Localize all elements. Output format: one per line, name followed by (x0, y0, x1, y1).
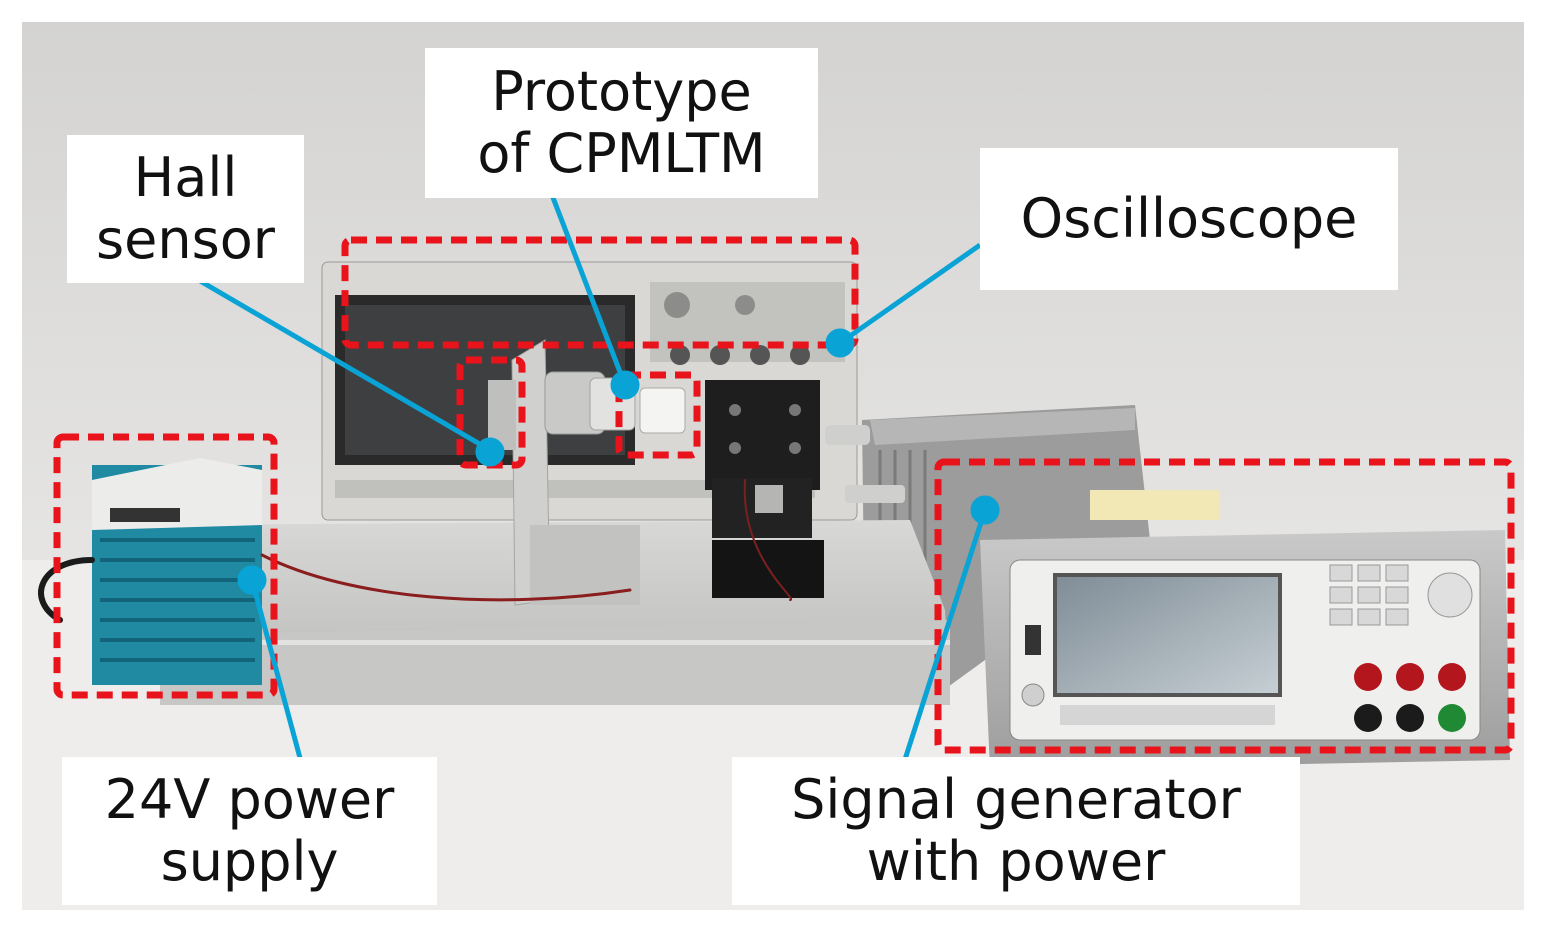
signal-generator-device (862, 405, 1510, 770)
oscilloscope-label: Oscilloscope (980, 148, 1398, 290)
oscilloscope-highlight-box (341, 236, 859, 349)
hall-sensor-label-line2: sensor (96, 208, 275, 271)
power-supply-label-line2: supply (160, 830, 339, 893)
prototype-label-line1: Prototype (491, 60, 752, 123)
hall-sensor-label: Hall sensor (67, 135, 304, 283)
prototype-label: Prototype of CPMLTM (425, 48, 818, 198)
highlight-boxes (53, 236, 1515, 754)
power-supply-highlight-box (53, 433, 278, 699)
power-supply-device (92, 458, 262, 685)
signal-generator-label-line1: Signal generator (791, 768, 1241, 831)
signal-generator-label-line2: with power (866, 830, 1166, 893)
power-supply-label-line1: 24V power (104, 768, 395, 831)
power-supply-label: 24V power supply (62, 757, 437, 905)
leader-lines (193, 194, 1000, 776)
prototype-highlight-box (615, 371, 701, 459)
signal-generator-label: Signal generator with power (732, 757, 1300, 905)
mounting-bracket (511, 339, 640, 606)
oscilloscope-label-line1: Oscilloscope (1020, 187, 1358, 250)
prototype-label-line2: of CPMLTM (477, 122, 766, 185)
hall-sensor-label-line1: Hall (133, 146, 238, 209)
signal-generator-highlight-box (934, 458, 1515, 754)
cables (38, 479, 793, 623)
